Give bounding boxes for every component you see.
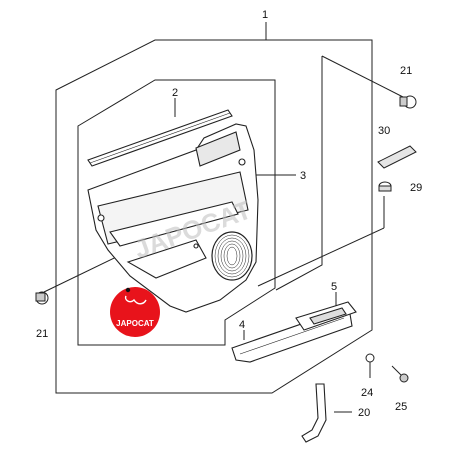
callout-4: 4 bbox=[239, 319, 245, 331]
callout-24: 24 bbox=[361, 387, 373, 399]
callout-29: 29 bbox=[410, 182, 422, 194]
leader-29-diag bbox=[257, 227, 385, 287]
plug-29 bbox=[378, 181, 392, 192]
inner-frame bbox=[77, 79, 276, 346]
clip-21-top bbox=[399, 95, 417, 109]
right-frame bbox=[275, 56, 323, 291]
speaker-grille bbox=[211, 231, 253, 281]
callout-30: 30 bbox=[378, 125, 390, 137]
callout-21-left: 21 bbox=[36, 328, 48, 340]
watermark-badge: JAPOCAT bbox=[110, 287, 160, 337]
callout-3: 3 bbox=[300, 170, 306, 182]
screw-24 bbox=[365, 353, 375, 378]
callout-5: 5 bbox=[331, 281, 337, 293]
watermark-badge-text: JAPOCAT bbox=[116, 319, 154, 328]
leader-21-top bbox=[321, 55, 406, 99]
assembly-frame bbox=[55, 39, 373, 394]
callout-21-top: 21 bbox=[400, 65, 412, 77]
pull-cup-cover bbox=[377, 145, 417, 169]
bracket-20 bbox=[301, 383, 327, 443]
callout-2: 2 bbox=[172, 87, 178, 99]
callout-20: 20 bbox=[358, 407, 370, 419]
screw-25 bbox=[391, 365, 409, 383]
window-switch-bezel bbox=[295, 301, 357, 331]
callout-25: 25 bbox=[395, 401, 407, 413]
callout-1: 1 bbox=[262, 9, 268, 21]
weatherstrip bbox=[87, 109, 233, 167]
clip-21-left bbox=[35, 291, 49, 305]
